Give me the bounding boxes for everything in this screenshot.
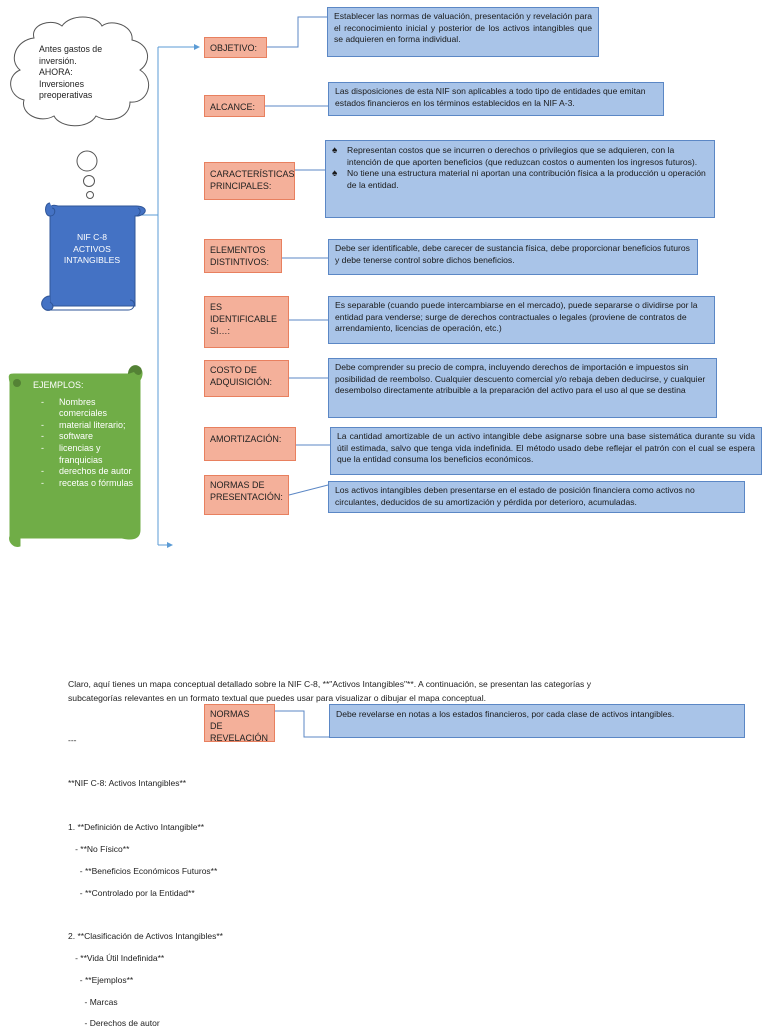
outline-line: - Derechos de autor [68, 1018, 160, 1028]
desc-revelacion: Debe revelarse en notas a los estados fi… [329, 704, 745, 738]
characteristic-text: Representan costos que se incurren o der… [347, 145, 698, 167]
thought-bubble: Antes gastos de inversión. AHORA: Invers… [39, 44, 129, 102]
desc-amortizacion: La cantidad amortizable de un activo int… [330, 427, 762, 475]
outline-line: - **Controlado por la Entidad** [68, 888, 195, 898]
examples-item: material literario; [41, 420, 139, 432]
label-identificable: ES IDENTIFICABLE SI…: [204, 296, 289, 348]
thought-line: Antes gastos de [39, 44, 103, 54]
examples-item: derechos de autor [41, 466, 139, 478]
connector-objetivo [267, 16, 327, 48]
scroll-title-line: ACTIVOS [73, 243, 111, 254]
intro-paragraph: Claro, aquí tienes un mapa conceptual de… [68, 677, 758, 705]
label-costo: COSTO DE ADQUISICIÓN: [204, 360, 289, 397]
outline-line: 2. **Clasificación de Activos Intangible… [68, 931, 223, 941]
spade-bullet-icon: ♠ [332, 168, 338, 180]
label-caracteristicas: CARACTERÍSTICAS PRINCIPALES: [204, 162, 295, 200]
thought-line: AHORA: [39, 67, 73, 78]
outline-line: 1. **Definición de Activo Intangible** [68, 822, 205, 832]
desc-caracteristicas: ♠ Representan costos que se incurren o d… [325, 140, 715, 218]
examples-item: recetas o fórmulas [41, 478, 139, 490]
label-revelacion: NORMAS DE REVELACIÓN [204, 704, 275, 743]
outline-line: - Marcas [68, 997, 118, 1007]
outline-line: - **Ejemplos** [68, 975, 134, 985]
scroll-title-line: INTANGIBLES [63, 255, 121, 265]
examples-title: EJEMPLOS: [33, 380, 84, 390]
desc-costo: Debe comprender su precio de compra, inc… [328, 358, 717, 418]
label-alcance: ALCANCE: [204, 95, 265, 117]
outline-line: - **Beneficios Económicos Futuros** [68, 866, 218, 876]
characteristic-text: No tiene una estructura material ni apor… [347, 168, 706, 190]
characteristic-row: ♠ No tiene una estructura material ni ap… [332, 168, 708, 191]
label-objetivo: OBJETIVO: [204, 37, 267, 58]
intro-line: Claro, aquí tienes un mapa conceptual de… [68, 679, 591, 689]
outline-line: **NIF C-8: Activos Intangibles** [68, 778, 187, 788]
thought-line: preoperativas [39, 90, 93, 101]
outline-line: - **Vida Útil Indefinida** [68, 953, 165, 963]
examples-list: Nombres comerciales material literario; … [23, 397, 139, 490]
scroll-nif-shape [41, 202, 146, 311]
connector-revelacion [275, 710, 329, 738]
intro-line: subcategorías relevantes en un formato t… [68, 693, 487, 703]
label-presentacion: NORMAS DE PRESENTACIÓN: [204, 475, 289, 515]
label-amortizacion: AMORTIZACIÓN: [204, 427, 296, 461]
scroll-title-line: NIF C-8 [76, 232, 108, 242]
spade-bullet-icon: ♠ [332, 145, 338, 156]
examples-item: Nombres comerciales [41, 397, 139, 420]
desc-objetivo: Establecer las normas de valuación, pres… [327, 7, 599, 57]
connector-presentacion [288, 484, 329, 496]
thought-line: inversión. [39, 55, 77, 66]
examples-item: licencias y franquicias [41, 443, 139, 466]
desc-alcance: Las disposiciones de esta NIF son aplica… [328, 82, 664, 116]
examples-item: software [41, 431, 139, 443]
outline-line: --- [68, 735, 77, 745]
outline-line: - **No Físico** [68, 844, 130, 854]
desc-presentacion: Los activos intangibles deben presentars… [328, 481, 745, 513]
desc-identificable: Es separable (cuando puede intercambiars… [328, 296, 715, 344]
characteristic-row: ♠ Representan costos que se incurren o d… [332, 145, 708, 168]
examples-box: EJEMPLOS: Nombres comerciales material l… [23, 380, 139, 489]
desc-elementos: Debe ser identificable, debe carecer de … [328, 239, 698, 275]
scroll-title: NIF C-8 ACTIVOS INTANGIBLES [52, 232, 132, 267]
thought-cloud-shape [10, 16, 150, 199]
label-elementos: ELEMENTOS DISTINTIVOS: [204, 239, 282, 273]
thought-line: Inversiones [39, 78, 84, 89]
